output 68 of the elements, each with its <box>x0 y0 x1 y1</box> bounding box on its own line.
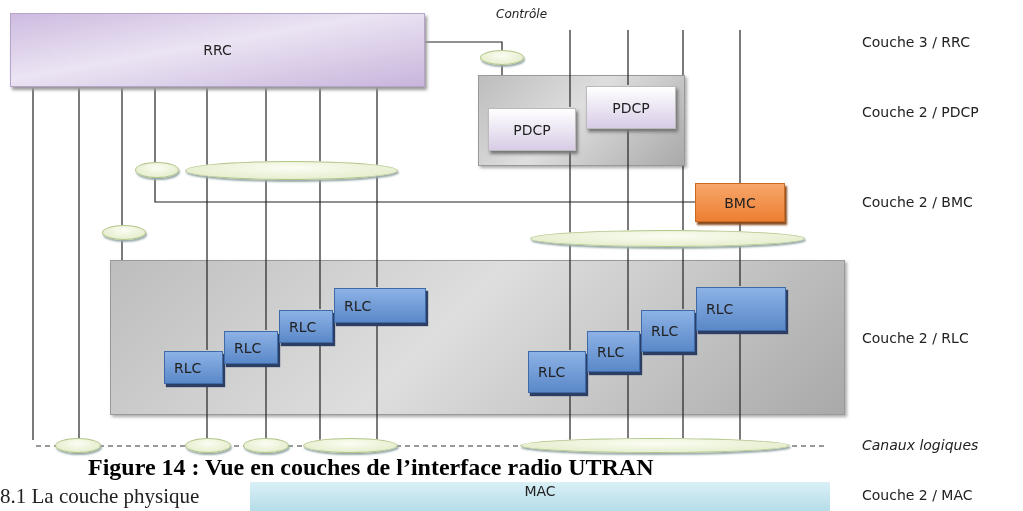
edge-label: Contrôle <box>494 7 550 21</box>
protocol-box: RLC <box>334 288 426 323</box>
connector-line <box>206 86 208 166</box>
connector-line <box>154 177 696 203</box>
protocol-box: RLC <box>641 310 695 352</box>
layer-label: Couche 2 / PDCP <box>862 104 979 120</box>
connector-line <box>739 221 741 232</box>
connector-line <box>569 149 571 234</box>
connector-line <box>627 29 629 86</box>
connector-line <box>376 175 378 288</box>
connector-line <box>424 41 503 51</box>
connector-line <box>319 86 321 162</box>
access-point-ellipse <box>243 438 289 453</box>
connector-line <box>319 179 321 310</box>
layer-label: Couche 2 / BMC <box>862 194 973 210</box>
connector-line <box>627 246 629 331</box>
connector-line <box>265 179 267 331</box>
layer-label: Couche 2 / MAC <box>862 487 973 503</box>
connector-line <box>739 245 741 287</box>
protocol-box: PDCP <box>586 86 676 129</box>
connector-line <box>265 86 267 162</box>
protocol-band: MAC <box>250 482 830 511</box>
connector-line <box>501 64 503 76</box>
protocol-box: RLC <box>587 331 640 372</box>
access-point-ellipse <box>102 225 146 240</box>
section-heading: 8.1 La couche physique <box>0 484 200 509</box>
access-point-ellipse <box>480 50 524 65</box>
access-point-ellipse <box>135 162 179 178</box>
connector-line <box>206 175 208 351</box>
protocol-box: RLC <box>528 351 586 393</box>
connector-line <box>682 246 684 310</box>
connector-line <box>682 29 684 76</box>
connector-line <box>569 243 571 351</box>
protocol-box: RRC <box>10 13 425 87</box>
connector-line <box>78 86 80 439</box>
protocol-box: RLC <box>696 287 786 331</box>
group-panel <box>478 75 685 166</box>
layer-label: Canaux logiques <box>862 437 979 453</box>
connector-line <box>121 86 123 226</box>
connector-line <box>682 350 684 439</box>
connector-line <box>32 86 34 441</box>
protocol-box: RLC <box>224 331 278 364</box>
connector-line <box>265 362 267 439</box>
connector-line <box>627 127 629 231</box>
connector-line <box>121 239 123 261</box>
connector-line <box>154 86 156 163</box>
connector-line <box>319 341 321 441</box>
connector-line <box>376 86 378 166</box>
protocol-box: BMC <box>695 183 785 222</box>
connector-line <box>627 370 629 439</box>
access-point-ellipse <box>520 438 790 453</box>
connector-line <box>569 391 571 441</box>
connector-line <box>739 29 741 184</box>
access-point-ellipse <box>303 438 398 453</box>
layer-label: Couche 3 / RRC <box>862 34 970 50</box>
protocol-box: RLC <box>279 310 333 343</box>
access-point-ellipse <box>55 438 101 453</box>
group-panel <box>110 260 845 415</box>
access-point-ellipse <box>185 438 231 453</box>
connector-line <box>682 165 684 231</box>
connector-line <box>376 321 378 440</box>
connector-line <box>569 29 571 108</box>
connector-line <box>206 382 208 439</box>
protocol-box: PDCP <box>488 108 576 151</box>
layer-label: Couche 2 / RLC <box>862 330 969 346</box>
connector-line <box>739 329 741 441</box>
protocol-box: RLC <box>164 351 223 384</box>
figure-caption: Figure 14 : Vue en couches de l’interface radio UTRAN <box>88 454 654 481</box>
